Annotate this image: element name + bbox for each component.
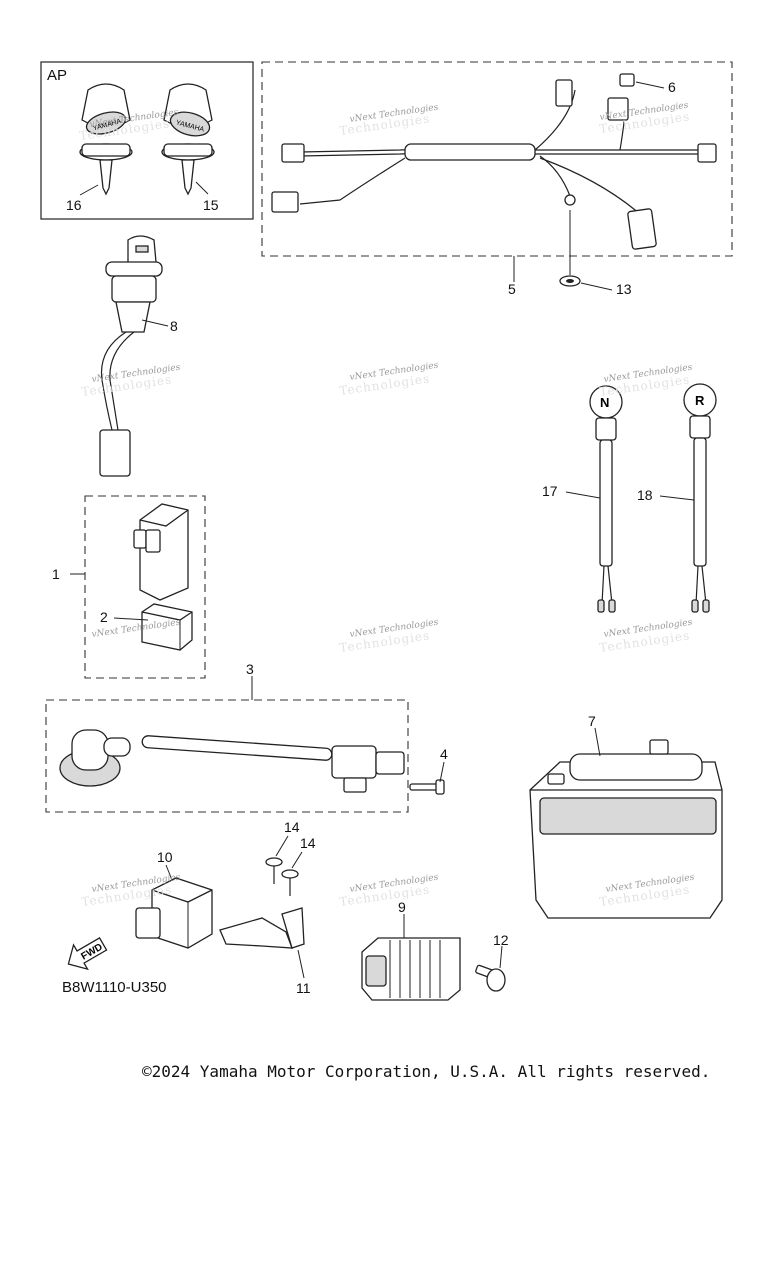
cdi-bracket-2[interactable] — [141, 603, 193, 651]
coil-box — [45, 699, 409, 813]
bolt-4[interactable] — [409, 779, 445, 795]
callout-14b: 14 — [300, 835, 316, 851]
bracket-group: 14 14 11 — [219, 819, 316, 996]
key-16[interactable]: YAMAHA — [79, 83, 133, 196]
callout-16: 16 — [66, 197, 82, 213]
wire-harness-5[interactable] — [271, 79, 717, 250]
harness-box — [261, 61, 733, 257]
diagram-code: B8W1110-U350 — [62, 979, 167, 996]
rectifier-regulator-9[interactable] — [361, 937, 461, 1001]
callout-2: 2 — [100, 609, 108, 625]
callout-12: 12 — [493, 932, 509, 948]
copyright-notice: ©2024 Yamaha Motor Corporation, U.S.A. A… — [142, 1062, 711, 1081]
callout-17: 17 — [542, 483, 558, 499]
callout-10: 10 — [157, 849, 173, 865]
key-15[interactable]: YAMAHA — [161, 83, 215, 196]
callout-7: 7 — [588, 713, 596, 729]
wire-harness-group: 6 5 13 — [261, 61, 733, 297]
switch-r-label: R — [695, 393, 705, 408]
reverse-switch-18[interactable]: R — [683, 383, 717, 613]
screw-14b[interactable] — [281, 869, 299, 896]
callout-15: 15 — [203, 197, 219, 213]
screw-14a[interactable] — [265, 857, 283, 884]
switch-n-label: N — [600, 395, 609, 410]
battery-group: 7 — [529, 713, 723, 919]
rectifier-group: 9 — [361, 899, 461, 1001]
cdi-box — [84, 495, 206, 679]
bolt-12-group: 12 — [475, 932, 509, 992]
bolt-12[interactable] — [475, 964, 506, 992]
callout-9: 9 — [398, 899, 406, 915]
callout-11: 11 — [296, 980, 311, 996]
callout-3: 3 — [246, 661, 254, 677]
ignition-coil-group: 3 4 — [45, 661, 448, 813]
neutral-switch-17[interactable]: N — [589, 385, 623, 613]
callout-5: 5 — [508, 281, 516, 297]
callout-13: 13 — [616, 281, 632, 297]
cdi-unit-1[interactable] — [133, 503, 189, 601]
ap-label: AP — [47, 67, 67, 84]
battery-7[interactable] — [529, 739, 723, 919]
indicator-switch-group: N R 17 18 — [542, 383, 717, 613]
callout-8: 8 — [170, 318, 178, 334]
main-switch-8[interactable] — [99, 235, 163, 477]
ap-box — [40, 61, 254, 220]
callout-4: 4 — [440, 746, 448, 762]
key-set-group: AP YAMAHA YAMAHA 16 15 — [40, 61, 254, 220]
fwd-arrow-icon: FWD — [67, 937, 108, 971]
cdi-group: 1 2 — [52, 495, 206, 679]
main-switch-group: 8 — [99, 235, 178, 477]
parts-diagram: AP YAMAHA YAMAHA 16 15 — [40, 61, 733, 1001]
callout-6: 6 — [668, 79, 676, 95]
bracket-11[interactable] — [219, 907, 305, 949]
callout-14a: 14 — [284, 819, 300, 835]
relay-10[interactable] — [135, 877, 213, 949]
fuse-6[interactable] — [619, 73, 635, 87]
callout-1: 1 — [52, 566, 60, 582]
ignition-coil-3[interactable] — [59, 729, 405, 793]
relay-group: 10 — [135, 849, 213, 949]
callout-18: 18 — [637, 487, 653, 503]
washer-13[interactable] — [559, 275, 581, 287]
fwd-label: FWD — [79, 942, 104, 963]
